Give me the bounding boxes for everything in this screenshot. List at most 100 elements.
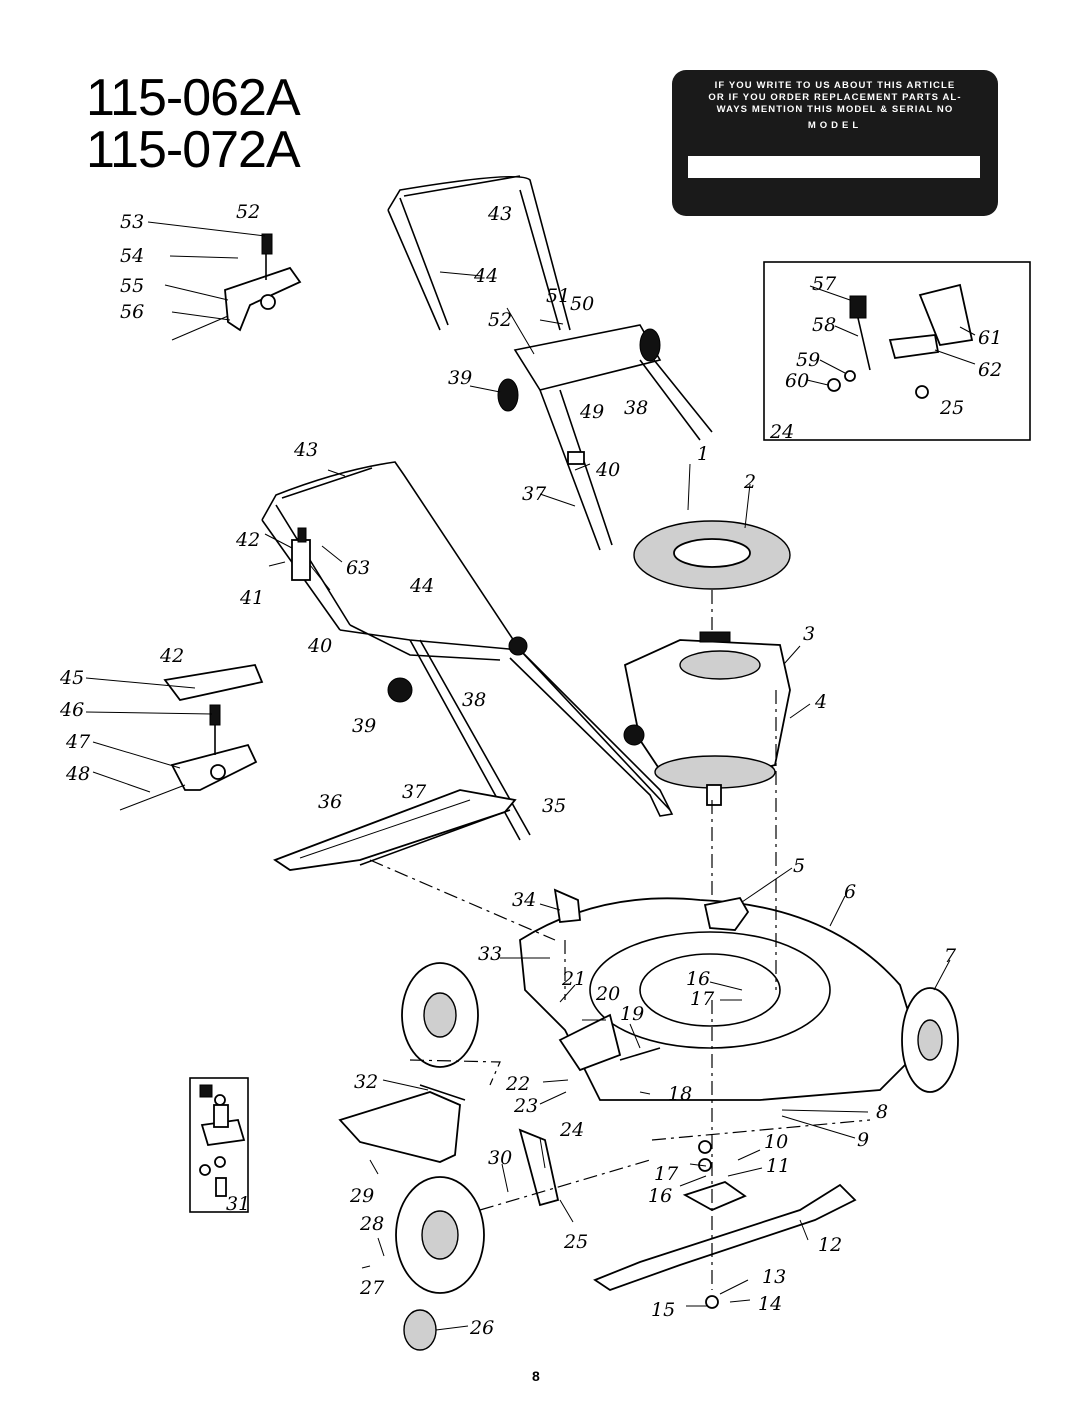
callout-26: 26 <box>469 1317 494 1339</box>
callout-6: 6 <box>844 881 856 903</box>
callout-29: 29 <box>349 1185 374 1207</box>
callout-42-lower: 42 <box>159 645 184 667</box>
callout-56: 56 <box>120 301 144 323</box>
callout-38: 38 <box>462 689 486 711</box>
handle-bracket-icon <box>567 451 585 465</box>
blade-adapter-inset-frame <box>189 1077 249 1213</box>
callout-18: 18 <box>668 1083 692 1105</box>
callout-59: 59 <box>796 349 820 371</box>
notice-line-2: OR IF YOU ORDER REPLACEMENT PARTS AL- <box>708 92 962 103</box>
leader-lines <box>85 221 976 1331</box>
callout-39: 39 <box>352 715 376 737</box>
callout-30: 30 <box>488 1147 512 1169</box>
deflector-assembly <box>273 789 517 871</box>
callout-32: 32 <box>354 1071 378 1093</box>
rear-bracket <box>558 1013 622 1072</box>
notice-text: IF YOU WRITE TO US ABOUT THIS ARTICLE OR… <box>672 80 998 116</box>
height-adjuster <box>518 1128 560 1207</box>
rear-guard <box>338 1091 461 1163</box>
callout-1: 1 <box>697 443 709 465</box>
callout-42: 42 <box>235 529 260 551</box>
callout-50: 50 <box>570 293 594 315</box>
callout-53: 53 <box>120 211 144 233</box>
callout-36: 36 <box>318 791 342 813</box>
callout-7: 7 <box>944 945 957 967</box>
callout-20: 20 <box>595 983 620 1005</box>
callout-60: 60 <box>785 370 809 392</box>
callout-3: 3 <box>803 623 815 645</box>
lower-knob-icon <box>387 677 413 703</box>
notice-model-label: MODEL <box>807 120 863 131</box>
throttle-lever-icon <box>297 527 307 543</box>
wheels <box>395 962 959 1351</box>
model-number-1: 115-062A <box>86 69 301 127</box>
callout-24: 24 <box>559 1119 584 1141</box>
callout-43-upper: 43 <box>487 203 512 225</box>
callout-58: 58 <box>812 314 836 336</box>
callout-27: 27 <box>359 1277 385 1299</box>
callout-52-upper: 52 <box>488 309 512 331</box>
callout-44: 44 <box>409 575 434 597</box>
callout-37-upper: 37 <box>522 483 547 505</box>
hinge-bracket <box>553 888 581 923</box>
callout-23: 23 <box>513 1095 538 1117</box>
callout-40-upper: 40 <box>595 459 620 481</box>
callout-57: 57 <box>812 273 837 295</box>
throttle-control-icon <box>291 539 311 581</box>
callout-35: 35 <box>542 795 566 817</box>
engine-mount-bracket <box>703 896 750 931</box>
callout-21: 21 <box>561 968 586 990</box>
callout-55: 55 <box>120 275 144 297</box>
callout-40: 40 <box>307 635 332 657</box>
callout-46: 46 <box>59 699 84 721</box>
handle-control-inset-frame <box>763 261 1031 441</box>
callout-14: 14 <box>758 1293 782 1315</box>
callout-52: 52 <box>236 201 260 223</box>
callout-44-upper: 44 <box>473 265 498 287</box>
callout-41: 41 <box>239 587 264 609</box>
callout-34: 34 <box>512 889 536 911</box>
callout-12: 12 <box>818 1234 842 1256</box>
callout-25-inset: 25 <box>939 397 964 419</box>
callout-38-upper: 38 <box>624 397 648 419</box>
notice-line-3: WAYS MENTION THIS MODEL & SERIAL NO <box>716 104 954 115</box>
callout-4: 4 <box>814 691 827 713</box>
callout-10: 10 <box>764 1131 788 1153</box>
callout-2: 2 <box>743 471 756 493</box>
callout-22: 22 <box>505 1073 530 1095</box>
lower-knob-icon-2 <box>508 636 528 656</box>
upper-handle-assembly <box>387 175 713 551</box>
callout-61: 61 <box>978 327 1002 349</box>
callout-28: 28 <box>359 1213 384 1235</box>
callout-19: 19 <box>620 1003 644 1025</box>
model-number-2: 115-072A <box>86 121 301 179</box>
callout-15: 15 <box>651 1299 675 1321</box>
callout-62: 62 <box>978 359 1002 381</box>
callout-16: 16 <box>648 1185 672 1207</box>
upper-knob-icon <box>497 378 519 412</box>
callout-13: 13 <box>762 1266 786 1288</box>
callout-39-upper: 39 <box>448 367 472 389</box>
page-number: 8 <box>532 1368 540 1384</box>
callout-45: 45 <box>59 667 84 689</box>
engine <box>623 520 791 806</box>
callout-9: 9 <box>857 1129 869 1151</box>
callout-37: 37 <box>402 781 427 803</box>
mower-deck <box>519 888 922 1101</box>
callout-47: 47 <box>65 731 91 753</box>
callout-63: 63 <box>346 557 370 579</box>
callout-24-inset: 24 <box>769 421 794 443</box>
inset-control-detail <box>827 283 974 399</box>
model-serial-entry-field <box>688 156 980 178</box>
callout-16-deck: 16 <box>686 968 710 990</box>
callout-11: 11 <box>766 1155 790 1177</box>
throttle-assembly-upper <box>171 233 302 341</box>
callout-8: 8 <box>876 1101 888 1123</box>
callout-43: 43 <box>293 439 318 461</box>
hub-cap <box>403 1309 437 1351</box>
callout-48: 48 <box>65 763 90 785</box>
callout-labels: 1 2 3 4 5 6 7 8 9 10 11 12 13 14 15 16 1… <box>59 201 1002 1339</box>
callout-31: 31 <box>226 1193 250 1215</box>
callout-25: 25 <box>563 1231 588 1253</box>
